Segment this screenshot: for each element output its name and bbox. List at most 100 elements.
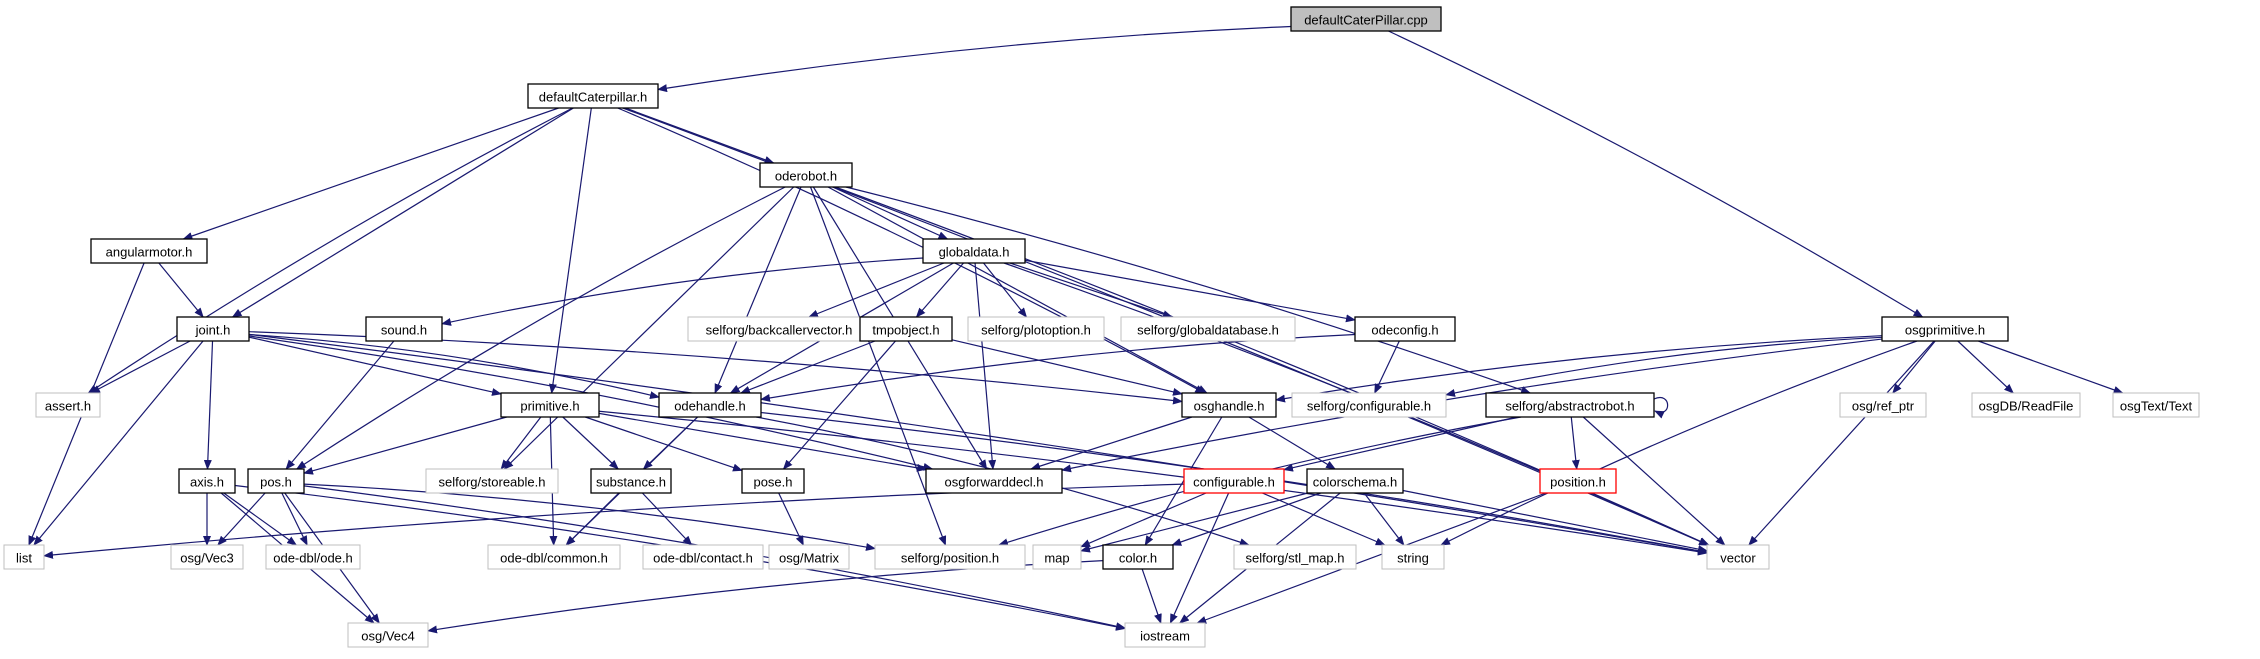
include-edge-n_dch-n_ode (625, 107, 775, 164)
node-box (1839, 392, 1927, 418)
include-edge-n_pos-n_dode (281, 492, 308, 546)
node-label: selforg/configurable.h (1307, 399, 1431, 414)
node-defaultcaterpillar-h[interactable]: defaultCaterpillar.h (527, 83, 659, 109)
node-sound-h[interactable]: sound.h (365, 316, 443, 342)
node-tmpobject-h[interactable]: tmpobject.h (859, 316, 953, 342)
node-label: defaultCaterpillar.h (539, 90, 647, 105)
include-edge-n_osgh-n_fwd (1030, 416, 1193, 471)
include-edge-n_odec-n_scfg (1374, 340, 1400, 394)
node-colorschema-h[interactable]: colorschema.h (1306, 468, 1404, 494)
node-label: ode-dbl/contact.h (653, 551, 753, 566)
node-box (925, 468, 1063, 494)
node-box (768, 544, 850, 570)
node-box (1971, 392, 2081, 418)
node-string: string (1381, 544, 1445, 570)
node-substance-h[interactable]: substance.h (590, 468, 672, 494)
node-axis-h[interactable]: axis.h (178, 468, 236, 494)
include-edge-n_osgp-n_ref (1892, 340, 1936, 394)
node-label: primitive.h (520, 399, 579, 414)
include-edge-n_osgp-n_txt (1978, 340, 2124, 394)
include-edge-n_odec-n_odeh (760, 333, 1356, 402)
include-edge-n_osgp-n_fwd (1061, 338, 1883, 473)
node-box (1306, 468, 1404, 494)
node-pose-h[interactable]: pose.h (741, 468, 805, 494)
node-osgforwarddecl-h[interactable]: osgforwarddecl.h (925, 468, 1063, 494)
include-edge-n_ode-n_spos (809, 186, 947, 546)
node-angularmotor-h[interactable]: angularmotor.h (90, 238, 208, 264)
node-label: colorschema.h (1313, 475, 1398, 490)
node-osgtext-text: osgText/Text (2112, 392, 2200, 418)
include-edge-n_glob-n_tmp (915, 262, 964, 318)
node-osghandle-h[interactable]: osghandle.h (1181, 392, 1277, 418)
node-box (1102, 544, 1174, 570)
node-odehandle-h[interactable]: odehandle.h (658, 392, 762, 418)
node-iostream: iostream (1124, 622, 1206, 648)
node-globaldata-h[interactable]: globaldata.h (922, 238, 1026, 264)
node-selforg-stl-map-h: selforg/stl_map.h (1233, 544, 1357, 570)
node-label: angularmotor.h (106, 245, 193, 260)
node-color-h[interactable]: color.h (1102, 544, 1174, 570)
node-box (1881, 316, 2009, 342)
include-edge-n_cfg-n_map (1080, 492, 1207, 548)
node-selforg-abstractrobot-h[interactable]: selforg/abstractrobot.h (1485, 392, 1655, 418)
node-osgdb-readfile: osgDB/ReadFile (1971, 392, 2081, 418)
node-label: globaldata.h (939, 245, 1010, 260)
include-edge-n_pos-n_spos (303, 483, 876, 551)
node-box (1233, 544, 1357, 570)
node-configurable-h[interactable]: configurable.h (1183, 468, 1285, 494)
include-edge-n_cs-n_vec (1402, 489, 1708, 554)
node-odeconfig-h[interactable]: odeconfig.h (1354, 316, 1456, 342)
node-box (1291, 392, 1447, 418)
include-edge-n_prim-n_stor (500, 416, 542, 470)
node-osg-matrix: osg/Matrix (768, 544, 850, 570)
include-edge-n_color-n_vec4 (427, 560, 1104, 634)
node-joint-h[interactable]: joint.h (176, 316, 250, 342)
node-label: configurable.h (1193, 475, 1275, 490)
include-edge-n_color-n_io (1141, 568, 1162, 624)
node-selforg-storeable-h: selforg/storeable.h (425, 468, 559, 494)
include-edge-n_glob-n_bcv (808, 262, 945, 318)
include-edge-n_ode-n_pos (295, 186, 786, 470)
node-label: osgDB/ReadFile (1979, 399, 2074, 414)
node-defaultcaterpillar-cpp[interactable]: defaultCaterPillar.cpp (1290, 6, 1442, 32)
include-edge-n_joint-n_list (33, 340, 204, 546)
node-label: pos.h (260, 475, 292, 490)
node-pos-h[interactable]: pos.h (247, 468, 305, 494)
node-label: osgforwarddecl.h (945, 475, 1044, 490)
node-label: vector (1720, 551, 1756, 566)
include-edge-n_ode-n_odeh (714, 186, 802, 394)
include-edge-n_posi-n_io (1196, 492, 1547, 624)
node-primitive-h[interactable]: primitive.h (500, 392, 600, 418)
node-label: defaultCaterPillar.cpp (1304, 13, 1428, 28)
node-label: pose.h (753, 475, 792, 490)
node-position-h[interactable]: position.h (1539, 468, 1617, 494)
include-edge-n_osgp-n_scfg (1445, 336, 1883, 397)
node-box (741, 468, 805, 494)
node-ode-dbl-contact-h: ode-dbl/contact.h (642, 544, 764, 570)
include-edge-n_joint-n_axis (203, 340, 214, 470)
include-edge-n_tmp-n_pose (782, 340, 896, 470)
node-box (874, 544, 1026, 570)
include-edge-n_prim-n_sub (562, 416, 619, 470)
include-edge-n_prim-n_pos (303, 416, 507, 475)
node-oderobot-h[interactable]: oderobot.h (759, 162, 853, 188)
node-box (365, 316, 443, 342)
node-box (178, 468, 236, 494)
include-edge-n_glob-n_odec (1024, 259, 1356, 323)
include-edge-n_ode-n_stor (503, 186, 795, 470)
node-label: list (16, 551, 32, 566)
node-label: tmpobject.h (872, 323, 939, 338)
include-edge-n_dch-n_osgh (617, 107, 1206, 394)
node-box (35, 392, 101, 418)
node-osgprimitive-h[interactable]: osgprimitive.h (1881, 316, 2009, 342)
node-box (642, 544, 764, 570)
node-label: selforg/stl_map.h (1246, 551, 1345, 566)
node-map: map (1032, 544, 1082, 570)
include-edge-n_joint-n_odeh (248, 333, 660, 399)
include-edge-n_osgp-n_rf (1957, 340, 2014, 394)
node-box (265, 544, 361, 570)
include-edge-n_sub-n_com (565, 492, 620, 546)
include-edge-n_ode-n_glob (832, 186, 949, 240)
include-edge-n_cpp-n_dch (657, 25, 1292, 93)
node-box (759, 162, 853, 188)
